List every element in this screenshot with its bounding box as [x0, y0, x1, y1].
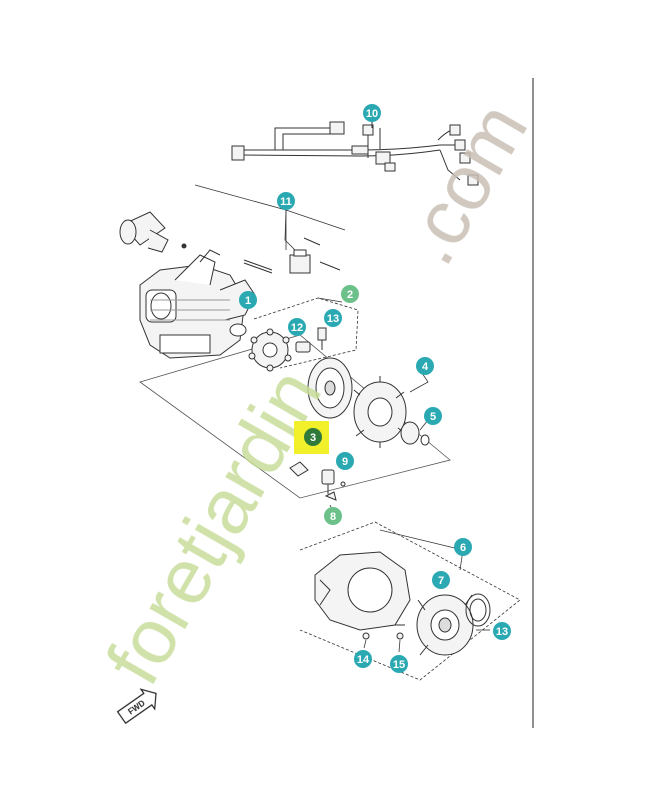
callout-10[interactable]: 10: [363, 104, 381, 122]
svg-text:2: 2: [347, 289, 353, 301]
bolt-14: [362, 632, 370, 640]
svg-text:1: 1: [245, 295, 251, 307]
svg-text:6: 6: [460, 542, 466, 554]
watermark-suffix-text: .com: [384, 88, 545, 278]
svg-text:10: 10: [366, 108, 378, 120]
bolt-8: [324, 491, 337, 501]
starter-motor: [119, 211, 187, 253]
bolts-group-11: [243, 237, 341, 274]
svg-text:13: 13: [327, 313, 339, 325]
callout-5[interactable]: 5: [424, 407, 442, 425]
callout-12[interactable]: 12: [288, 318, 306, 336]
starter-pulley: [400, 421, 430, 446]
recoil-spring: [465, 593, 491, 627]
svg-text:4: 4: [422, 361, 429, 373]
svg-text:12: 12: [291, 322, 303, 334]
callout-15[interactable]: 15: [390, 655, 408, 673]
callout-6[interactable]: 6: [454, 538, 472, 556]
bracket-3: [289, 461, 309, 477]
callout-3-highlighted[interactable]: 3: [304, 428, 322, 446]
callout-9[interactable]: 9: [336, 452, 354, 470]
callout-4[interactable]: 4: [416, 357, 434, 375]
bolt-15: [395, 624, 405, 640]
watermark-main-text: foretjardin: [89, 354, 339, 698]
gasket: [229, 323, 247, 337]
callout-13-upper[interactable]: 13: [324, 309, 342, 327]
svg-text:13: 13: [496, 626, 508, 638]
fan-housing: [314, 551, 411, 631]
stator: [248, 328, 292, 372]
callout-2[interactable]: 2: [341, 285, 359, 303]
svg-text:5: 5: [430, 411, 436, 423]
svg-text:9: 9: [342, 456, 348, 468]
callout-11[interactable]: 11: [277, 192, 295, 210]
svg-text:14: 14: [357, 654, 370, 666]
cooling-fan: [353, 376, 407, 448]
svg-text:3: 3: [310, 432, 316, 444]
callout-8[interactable]: 8: [324, 507, 342, 525]
svg-text:7: 7: [438, 575, 444, 587]
fwd-direction-marker: FWD: [116, 688, 157, 725]
callout-badges: 10 11 1 2 12 13 4 5: [239, 104, 511, 673]
wiring-harness: [231, 120, 479, 186]
watermark: foretjardin .com: [89, 88, 545, 698]
sensor-12: [295, 341, 311, 353]
callout-7[interactable]: 7: [432, 571, 450, 589]
bolt-9: [321, 469, 346, 494]
callout-14[interactable]: 14: [354, 650, 372, 668]
svg-text:11: 11: [280, 196, 292, 208]
engine-block: [139, 249, 256, 359]
callout-13-lower[interactable]: 13: [493, 622, 511, 640]
svg-text:8: 8: [330, 511, 336, 523]
callout-1[interactable]: 1: [239, 291, 257, 309]
flywheel: [307, 357, 353, 419]
sensor-13a: [317, 327, 327, 350]
svg-text:15: 15: [393, 659, 405, 671]
recoil-starter: [416, 594, 474, 656]
